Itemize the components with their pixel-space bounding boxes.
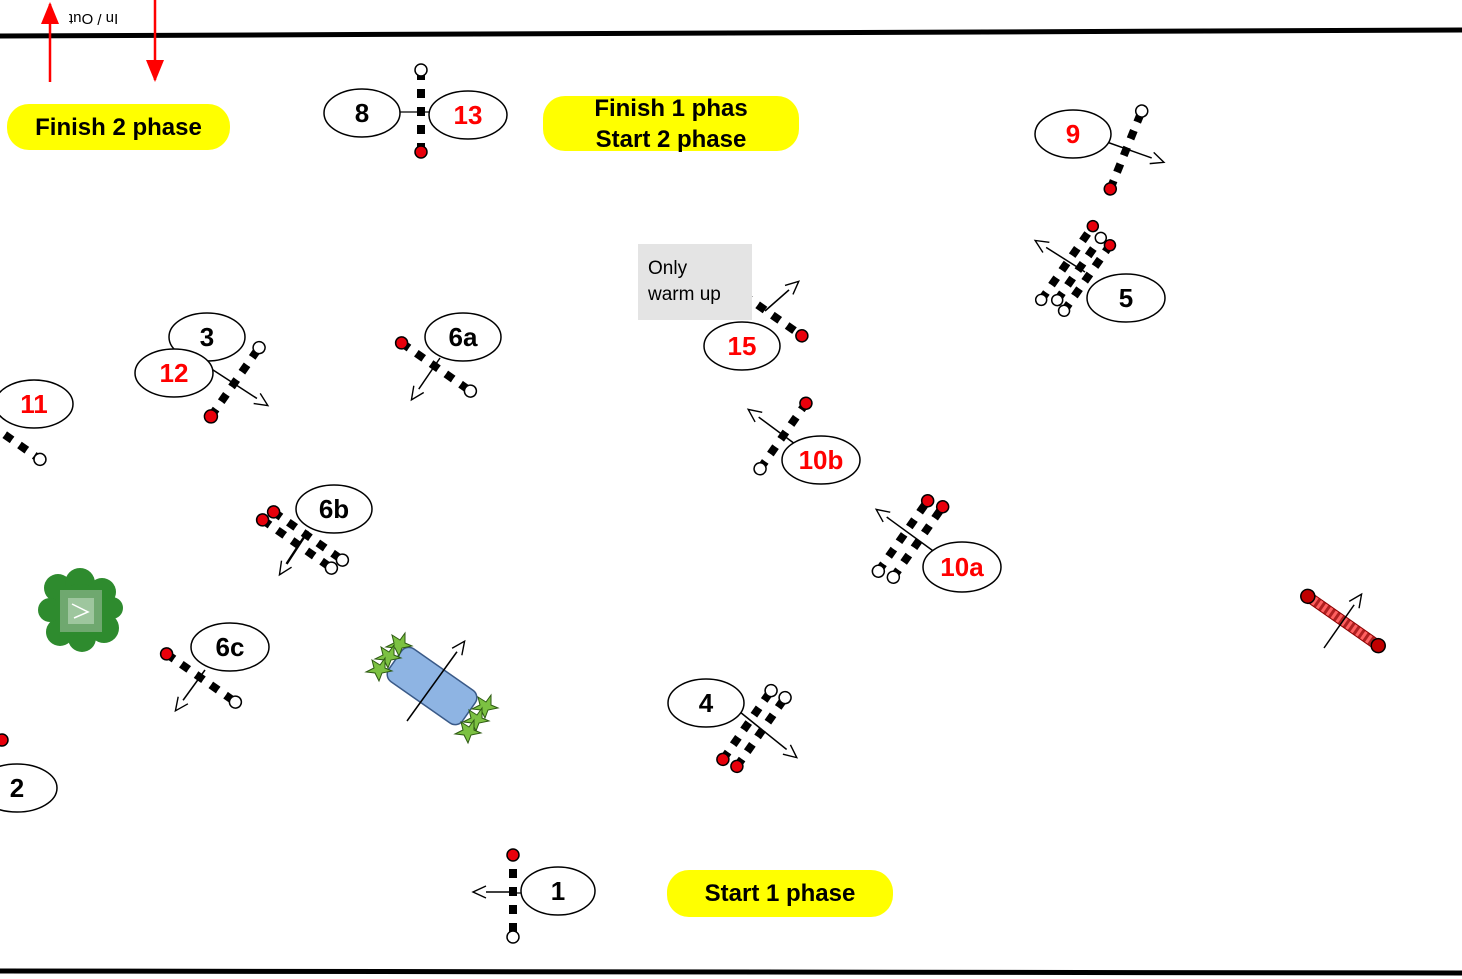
number-text: 8 <box>355 98 369 128</box>
jump-9-direction <box>1103 140 1166 165</box>
number-text: 6b <box>319 494 349 524</box>
obstacle-number-6b: 6b <box>295 484 373 534</box>
warm-up-note-line2: warm up <box>648 284 721 305</box>
number-text: 9 <box>1066 119 1080 149</box>
number-text: 15 <box>728 331 757 361</box>
number-oval <box>667 678 745 728</box>
number-oval <box>0 763 58 813</box>
obstacle-number-3: 3 <box>168 312 246 362</box>
obstacle-number-1: 1 <box>520 866 596 916</box>
jump-10a <box>871 494 950 584</box>
wall-direction <box>1323 592 1363 649</box>
number-text: 11 <box>20 389 48 419</box>
number-text: 5 <box>1119 283 1133 313</box>
obstacle-number-8: 8 <box>323 88 401 138</box>
jump-3-12 <box>203 340 266 424</box>
number-text: 10b <box>799 445 844 475</box>
obstacle-number-11: 11 <box>0 379 74 429</box>
finish-1-line: Finish 1 phas <box>594 94 748 122</box>
number-oval <box>134 348 214 398</box>
obstacle-number-4: 4 <box>667 678 745 728</box>
jump-5 <box>1033 219 1117 318</box>
water-obstacle <box>364 631 500 745</box>
number-text: 6c <box>216 632 245 662</box>
obstacle-number-5: 5 <box>1086 273 1166 323</box>
number-oval <box>0 379 74 429</box>
number-oval <box>1034 109 1112 159</box>
number-text: 13 <box>454 100 483 130</box>
number-text: 4 <box>699 688 714 718</box>
number-text: 2 <box>10 773 24 803</box>
arena-bottom-border <box>0 968 1462 976</box>
number-oval <box>922 541 1002 593</box>
jump-10b-direction <box>746 408 796 445</box>
number-text: 1 <box>551 876 565 906</box>
finish-1-start-2-phase-label: Finish 1 phas Start 2 phase <box>543 94 799 153</box>
number-text: 12 <box>160 358 189 388</box>
jump-4 <box>716 683 799 774</box>
obstacle-number-2: 2 <box>0 763 58 813</box>
number-text: 3 <box>200 322 214 352</box>
jump-6b <box>255 505 350 577</box>
obstacle-number-13: 13 <box>428 90 508 140</box>
jump-1 <box>506 848 520 944</box>
number-oval <box>428 90 508 140</box>
obstacle-number-10b: 10b <box>781 435 861 485</box>
number-oval <box>323 88 401 138</box>
jump-15-direction <box>764 280 801 312</box>
jump-6a-direction <box>410 357 441 402</box>
jump-2-pole-end <box>0 733 9 747</box>
warm-up-note: Only warm up <box>638 244 752 320</box>
obstacle-number-12: 12 <box>134 348 214 398</box>
number-oval <box>781 435 861 485</box>
finish-2-phase-label: Finish 2 phase <box>7 104 230 150</box>
jump-6c <box>159 647 243 709</box>
number-oval <box>520 866 596 916</box>
number-text: 10a <box>940 552 984 582</box>
start-2-line: Start 2 phase <box>595 125 747 153</box>
number-oval <box>1086 273 1166 323</box>
in-out-label: In / Out <box>69 10 119 27</box>
start-1-phase-label: Start 1 phase <box>667 870 893 917</box>
number-oval <box>703 321 781 371</box>
obstacle-number-9: 9 <box>1034 109 1112 159</box>
number-oval <box>190 622 270 672</box>
jump-6a <box>394 336 478 398</box>
arena-top-border <box>0 27 1462 39</box>
obstacle-number-6c: 6c <box>190 622 270 672</box>
number-oval <box>295 484 373 534</box>
obstacle-number-10a: 10a <box>922 541 1002 593</box>
jump-9 <box>1103 104 1149 196</box>
number-oval <box>424 312 502 362</box>
jump-3-12-direction <box>209 367 270 407</box>
hedge-obstacle <box>38 568 123 652</box>
jump-11 <box>0 410 47 467</box>
obstacle-number-6a: 6a <box>424 312 502 362</box>
obstacle-number-15: 15 <box>703 321 781 371</box>
number-text: 6a <box>449 322 478 352</box>
jump-8-13 <box>414 63 428 159</box>
jump-6c-direction <box>174 669 206 713</box>
warm-up-note-line1: Only <box>648 258 688 279</box>
